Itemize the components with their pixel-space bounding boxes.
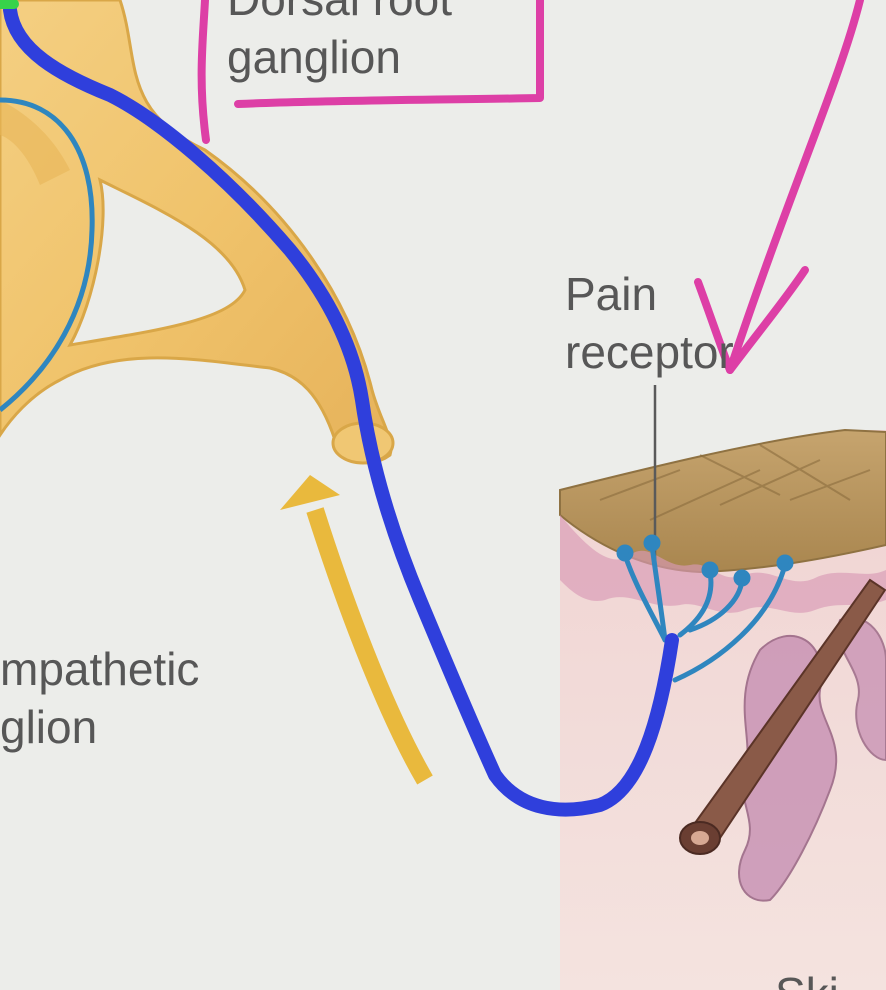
sympathetic-ganglion-line1: mpathetic [0,643,200,695]
pain-receptor-line1: Pain [565,268,658,320]
sensory-neuron-fiber [3,3,679,817]
dorsal-root-ganglion-line2: ganglion [227,31,401,83]
dorsal-root-ganglion-label: Dorsal root ganglion [227,0,452,86]
spinal-nerve [0,0,395,465]
inner-fiber-line [0,97,95,412]
up-arrow-icon [280,475,433,785]
annotation-box [197,0,544,144]
sympathetic-ganglion-label: mpathetic glion [0,640,199,756]
sympathetic-ganglion-line2: glion [0,701,98,753]
down-arrow-icon [694,0,864,374]
skin-block [559,385,886,990]
dorsal-root-ganglion-line1: Dorsal root [227,0,452,28]
pain-receptor-endings [616,534,794,683]
skin-label: Ski [775,965,839,990]
skin-label-text: Ski [775,965,839,990]
pain-receptor-line2: receptor [565,326,734,378]
pain-receptor-label: Pain receptor [565,265,734,381]
